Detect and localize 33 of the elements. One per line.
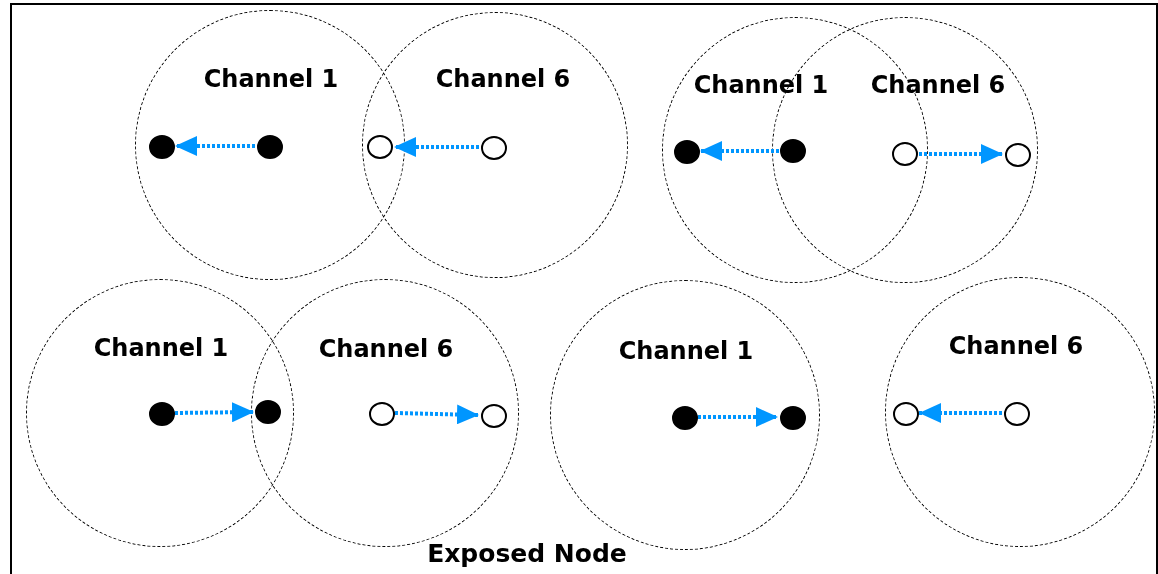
station-dot: [674, 140, 700, 164]
arrow: [919, 144, 1003, 164]
caption-text: Exposed Node: [427, 538, 627, 568]
arrow: [698, 407, 778, 427]
station-dot: [149, 135, 175, 159]
arrow: [394, 137, 479, 157]
channel-label: Channel 1: [693, 71, 829, 99]
station-dot: [1004, 402, 1030, 426]
station-dot: [893, 402, 919, 426]
station-dot: [672, 406, 698, 430]
station-dot: [780, 406, 806, 430]
station-dot: [892, 142, 918, 166]
arrow: [174, 402, 255, 423]
station-dot: [481, 136, 507, 160]
arrow: [394, 404, 480, 425]
station-dot: [257, 135, 283, 159]
station-dot: [149, 402, 175, 426]
arrow: [919, 403, 1002, 423]
arrow: [175, 136, 255, 156]
channel-label: Channel 1: [203, 65, 339, 93]
channel-label: Channel 6: [318, 335, 454, 363]
channel-label: Channel 6: [435, 65, 571, 93]
channel-label: Channel 6: [948, 332, 1084, 360]
station-dot: [780, 139, 806, 163]
station-dot: [481, 404, 507, 428]
channel-label: Channel 1: [618, 337, 754, 365]
station-dot: [367, 135, 393, 159]
channel-label: Channel 1: [93, 334, 229, 362]
station-dot: [1005, 143, 1031, 167]
station-dot: [255, 400, 281, 424]
station-dot: [369, 402, 395, 426]
arrow: [700, 141, 779, 161]
channel-label: Channel 6: [870, 71, 1006, 99]
